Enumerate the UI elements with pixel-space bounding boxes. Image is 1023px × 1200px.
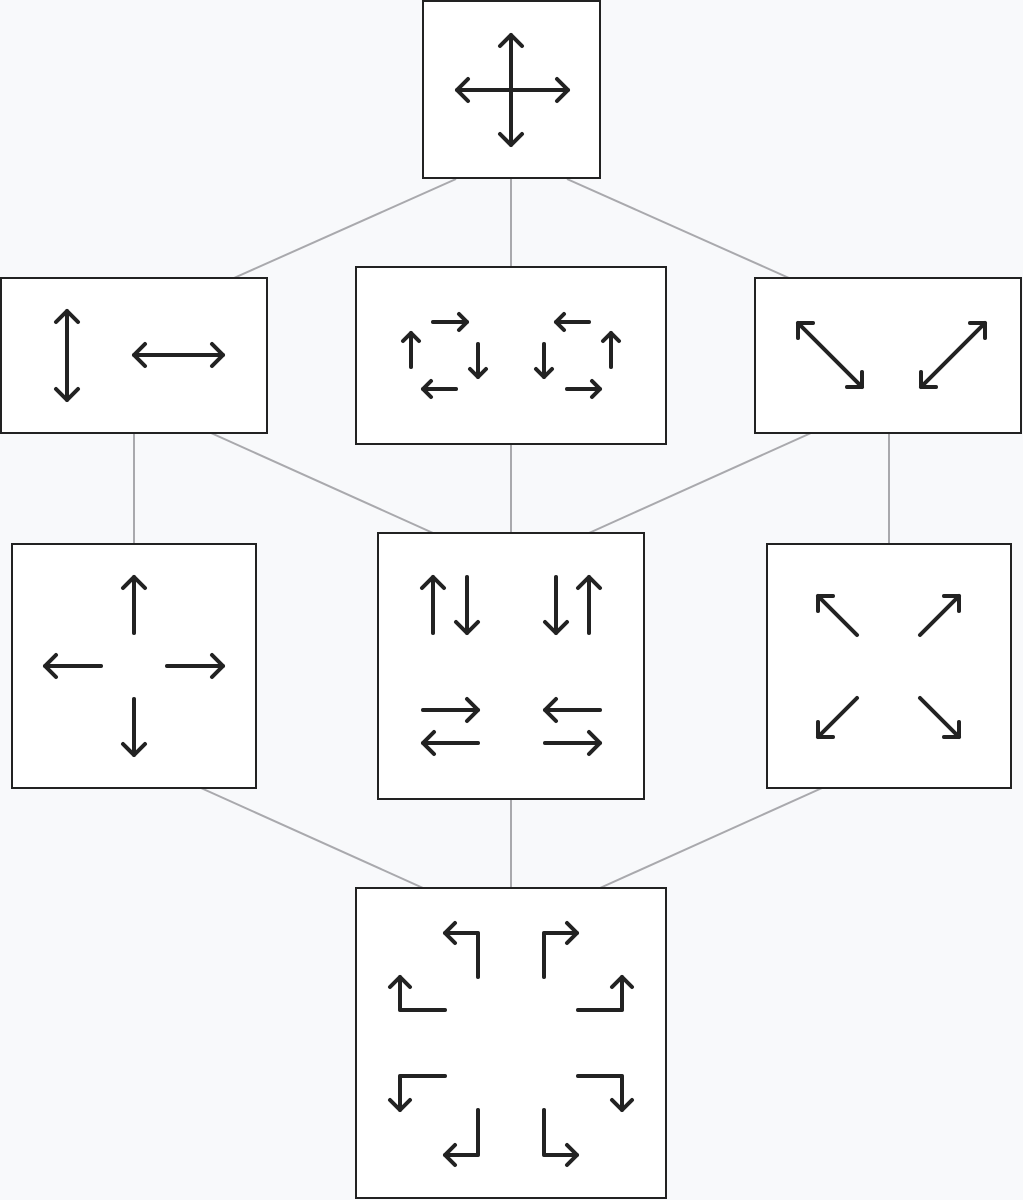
- edge-omni-to-diagonal: [566, 178, 790, 279]
- node-rotation-pair[interactable]: [355, 266, 667, 445]
- diagonal-outward-arrows-icon: [816, 594, 961, 739]
- diagonal-arrows-icon: [796, 321, 987, 389]
- edge-diagonal-to-swap: [588, 432, 812, 534]
- node-omni-move[interactable]: [422, 0, 601, 179]
- node-swap-pairs[interactable]: [377, 532, 645, 800]
- edge-omni-to-axis: [233, 178, 457, 279]
- four-way-arrows-icon: [455, 33, 570, 147]
- node-turn-arrows[interactable]: [355, 887, 667, 1199]
- node-cardinal-outward[interactable]: [11, 543, 257, 789]
- corner-turn-arrows-icon: [388, 921, 634, 1167]
- edges: [133, 178, 890, 889]
- exchange-arrows-icon: [420, 575, 602, 756]
- edge-axis-to-swap: [210, 432, 434, 534]
- edge-diagonal-outward-to-turn: [599, 787, 823, 889]
- clockwise-counterclockwise-cycle-icon: [401, 312, 621, 399]
- vertical-horizontal-arrows-icon: [54, 309, 225, 402]
- cardinal-outward-arrows-icon: [43, 575, 225, 757]
- edge-cardinal-to-turn: [200, 787, 424, 889]
- node-diagonal-outward[interactable]: [766, 543, 1012, 789]
- node-diagonal-pair[interactable]: [754, 277, 1022, 434]
- node-axis-pair[interactable]: [0, 277, 268, 434]
